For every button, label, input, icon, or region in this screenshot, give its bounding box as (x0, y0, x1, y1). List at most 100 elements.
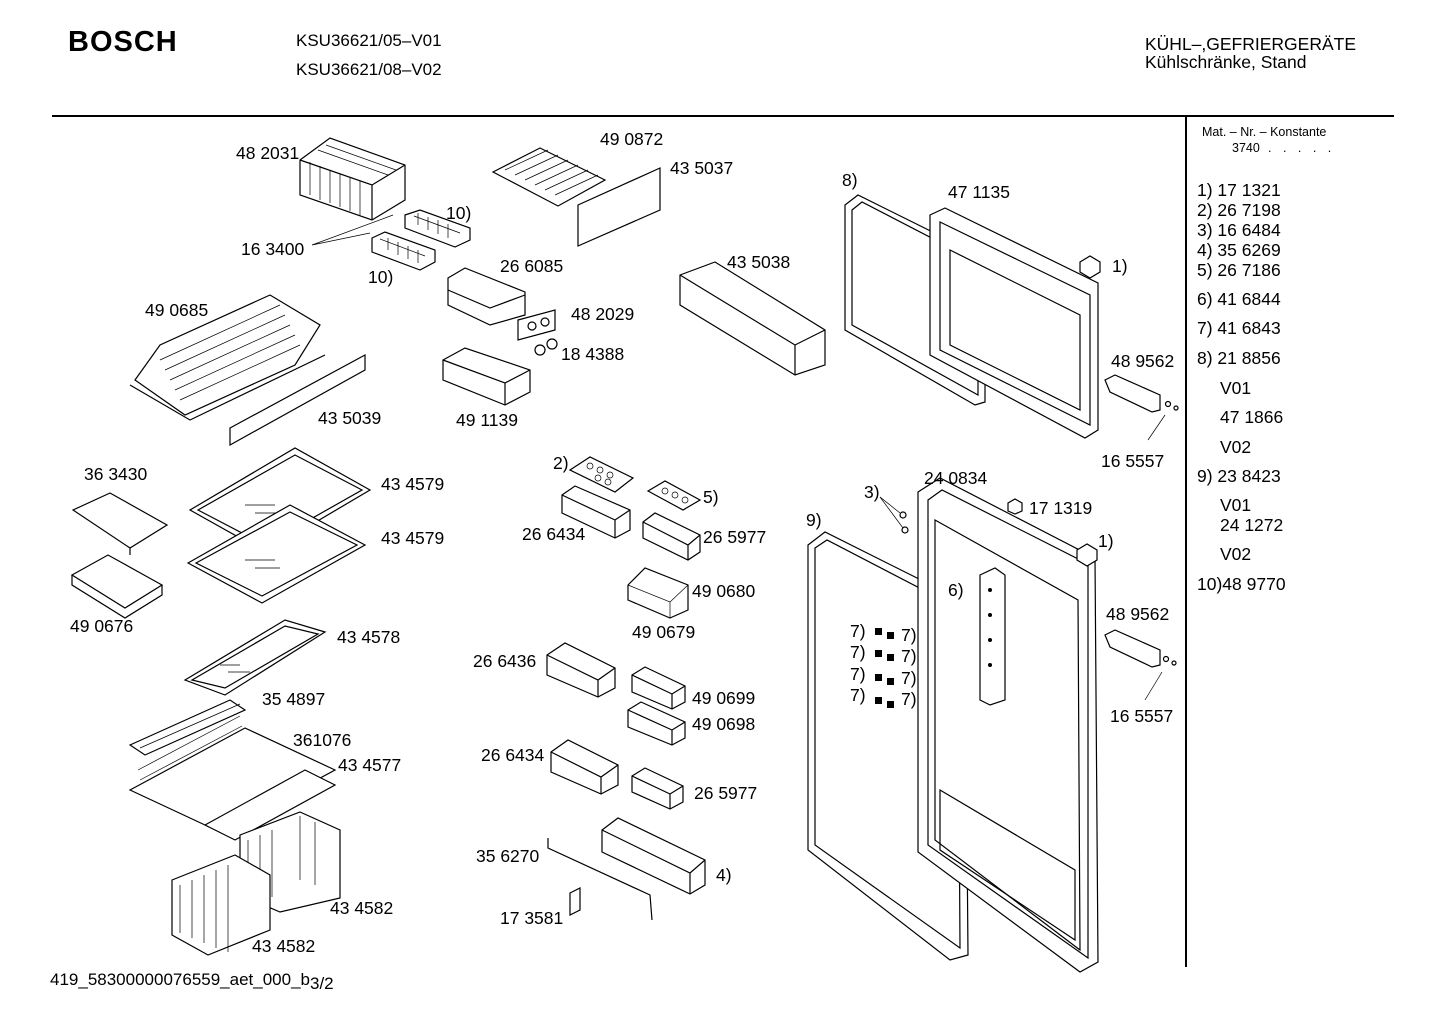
door-racks-drawing (546, 485, 706, 895)
part-label: 18 4388 (561, 344, 624, 364)
part-label: 49 0872 (600, 129, 663, 149)
freezer-drawer-drawing (442, 267, 558, 406)
vegetable-cover-drawing (128, 699, 337, 841)
freezer-shelf-grid-drawing (491, 147, 661, 247)
sidebar-item: 7) 41 6843 (1197, 318, 1281, 338)
model-number-2: KSU36621/08–V02 (296, 60, 442, 79)
material-number-value: 3740 (1232, 141, 1260, 155)
part-label: 36 3430 (84, 464, 148, 484)
part-label: 35 6270 (476, 846, 540, 866)
freezer-door-drawing (929, 207, 1099, 439)
part-label: 47 1135 (948, 182, 1010, 202)
part-label: 49 1139 (456, 410, 518, 430)
part-label: 35 4897 (262, 689, 325, 709)
callout-label: 7) (901, 689, 917, 709)
callout-label: 1) (1098, 531, 1114, 551)
sidebar-item: 3) 16 6484 (1197, 220, 1281, 240)
sidebar-item: 24 1272 (1220, 515, 1284, 535)
callout-label: 7) (901, 646, 917, 666)
part-label: 49 0699 (692, 688, 755, 708)
sidebar-item: V02 (1220, 437, 1252, 457)
part-label: 26 6085 (500, 256, 563, 276)
page-number: 3/2 (310, 974, 334, 993)
sidebar-item: 2) 26 7198 (1197, 200, 1281, 220)
sidebar-item: V01 (1220, 495, 1252, 515)
part-label: 43 4577 (338, 755, 401, 775)
fridge-door-drawing (917, 477, 1099, 973)
category-title: KÜHL–,GEFRIERGERÄTE (1145, 34, 1357, 54)
freezer-evaporator-drawing (299, 137, 406, 221)
sidebar-item: 8) 21 8856 (1197, 348, 1281, 368)
part-label: 48 2031 (236, 143, 299, 163)
part-label: 43 4582 (330, 898, 393, 918)
callout-label: 7) (850, 664, 866, 684)
header-divider (52, 115, 1394, 117)
sidebar-item: 5) 26 7186 (1197, 260, 1281, 280)
leader-lines (311, 214, 549, 848)
part-label: 43 4578 (337, 627, 400, 647)
callout-label: 2) (553, 453, 569, 473)
part-label: 48 9562 (1106, 604, 1169, 624)
sidebar-item: 10)48 9770 (1197, 574, 1286, 594)
glass-plate-drawing (183, 619, 327, 696)
part-label: 43 4579 (381, 474, 444, 494)
callout-label: 7) (901, 668, 917, 688)
part-label: 43 5038 (727, 252, 790, 272)
part-label: 49 0685 (145, 300, 208, 320)
drawing-code-text: 419_58300000076559_aet_000_b (50, 970, 310, 989)
callout-label: 6) (948, 580, 964, 600)
small-drawers-drawing (70, 492, 169, 619)
part-label: 24 0834 (924, 468, 988, 488)
category-subtitle: Kühlschränke, Stand (1145, 52, 1307, 72)
sidebar-item: 47 1866 (1220, 407, 1284, 427)
door-clips-drawing (875, 628, 894, 708)
crisper-bins-drawing (171, 811, 341, 956)
callout-label: 7) (901, 625, 917, 645)
callout-label: 7) (850, 621, 866, 641)
callout-label: 9) (806, 510, 822, 530)
part-label: 48 9562 (1111, 351, 1174, 371)
part-label: 43 4582 (252, 936, 315, 956)
part-label: 26 6434 (522, 524, 586, 544)
callout-label: 3) (864, 482, 880, 502)
part-label: 26 5977 (703, 527, 766, 547)
door-bin-upper-drawing (679, 261, 826, 376)
egg-tray-drawing (568, 456, 702, 511)
sidebar-item: 6) 41 6844 (1197, 289, 1281, 309)
part-label: 16 3400 (241, 239, 305, 259)
sidebar-item: V02 (1220, 544, 1252, 564)
glass-shelves-drawing (186, 447, 372, 604)
part-label: 43 4579 (381, 528, 444, 548)
part-label: 17 3581 (500, 908, 563, 928)
part-label: 16 5557 (1110, 706, 1173, 726)
part-label: 16 5557 (1101, 451, 1164, 471)
crisper-shelf-drawing (129, 294, 366, 447)
part-label: 26 6436 (473, 651, 536, 671)
part-label: 49 0676 (70, 616, 133, 636)
callout-label: 7) (850, 685, 866, 705)
part-label: 43 5039 (318, 408, 381, 428)
part-label: 26 5977 (694, 783, 757, 803)
material-number-dots: . . . . . (1268, 141, 1336, 155)
drawing-code: 419_58300000076559_aet_000_b3/2 (50, 970, 334, 993)
ice-tray-drawing (371, 209, 471, 271)
callout-label: 5) (703, 487, 719, 507)
sidebar-item: 4) 35 6269 (1197, 240, 1281, 260)
callout-label: 1) (1112, 256, 1128, 276)
part-label: 49 0679 (632, 622, 695, 642)
part-label: 43 5037 (670, 158, 733, 178)
material-number-title: Mat. – Nr. – Konstante (1202, 125, 1327, 139)
part-label: 361076 (293, 730, 351, 750)
callout-label: 4) (716, 865, 732, 885)
part-label: 48 2029 (571, 304, 634, 324)
part-label: 17 1319 (1029, 498, 1092, 518)
model-number-1: KSU36621/05–V01 (296, 31, 442, 50)
part-label: 49 0698 (692, 714, 755, 734)
part-label: 49 0680 (692, 581, 756, 601)
part-label: 26 6434 (481, 745, 545, 765)
hinge-caps-drawing (879, 255, 1101, 567)
door-handles-drawing (1104, 374, 1179, 701)
callout-label: 7) (850, 642, 866, 662)
brand-logo: BOSCH (68, 26, 178, 58)
